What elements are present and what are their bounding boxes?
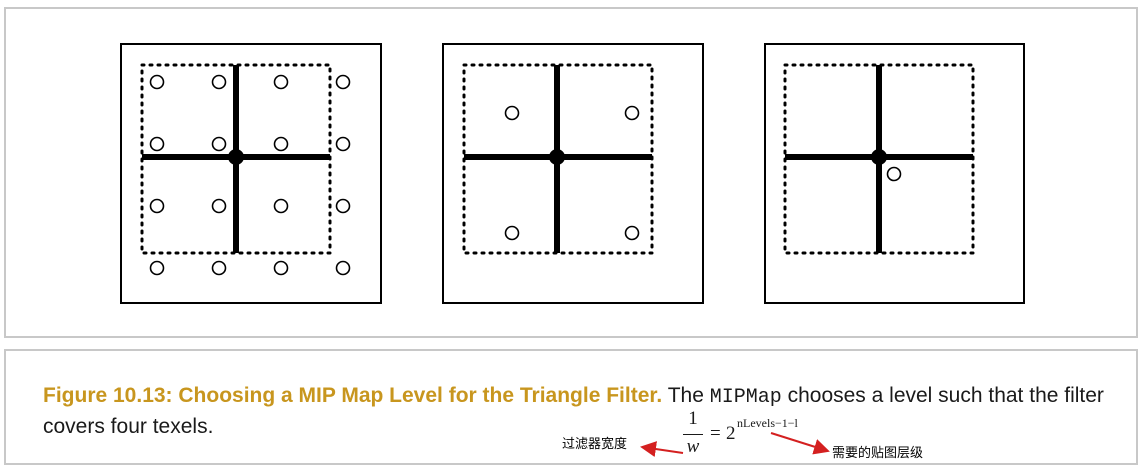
texel-sample (211, 198, 227, 214)
texel-sample (211, 136, 227, 152)
figure-panel (4, 7, 1138, 338)
arrow-to-filter-width (640, 441, 684, 457)
formula-numerator: 1 (688, 408, 698, 429)
annotation-mip-level: 需要的贴图层级 (832, 446, 924, 461)
mip-level-diagram (120, 43, 1025, 304)
figure-label: Figure 10.13: Choosing a MIP Map Level f… (43, 384, 663, 407)
texel-sample (504, 225, 520, 241)
texel-sample (273, 260, 289, 276)
formula-fraction-bar (683, 434, 703, 435)
lookup-point (549, 149, 565, 165)
texel-sample (211, 260, 227, 276)
panel-frame (442, 43, 704, 304)
texel-sample (149, 74, 165, 90)
lookup-point (228, 149, 244, 165)
texel-sample (624, 105, 640, 121)
figure-caption: Figure 10.13: Choosing a MIP Map Level f… (43, 381, 1123, 441)
panel-frame (120, 43, 382, 304)
panel-frame (764, 43, 1025, 304)
annotation-arrows (640, 432, 830, 457)
diagram-panel-medium (442, 43, 704, 304)
texel-sample (335, 260, 351, 276)
texel-sample (273, 198, 289, 214)
texel-sample (273, 74, 289, 90)
caption-panel: Figure 10.13: Choosing a MIP Map Level f… (4, 349, 1138, 465)
texel-sample (149, 136, 165, 152)
texel-sample (273, 136, 289, 152)
texel-sample (335, 136, 351, 152)
texel-sample (886, 166, 902, 182)
texel-sample (149, 198, 165, 214)
annotation-filter-width: 过滤器宽度 (562, 437, 628, 452)
texel-sample (149, 260, 165, 276)
caption-text-part: The (662, 384, 710, 407)
texel-sample (335, 198, 351, 214)
formula-denominator: w (686, 436, 700, 457)
diagram-panel-fine (120, 43, 382, 304)
formula-equals: = (710, 423, 721, 444)
texel-sample (335, 74, 351, 90)
texel-sample (624, 225, 640, 241)
caption-text-part: chooses a level such that the filter cov… (43, 384, 1104, 438)
arrow-to-mip-level (770, 432, 830, 455)
texel-sample (504, 105, 520, 121)
lookup-point (871, 149, 887, 165)
caption-code-word: MIPMap (709, 386, 782, 409)
formula-base: 2 (726, 423, 736, 444)
formula-exponent: nLevels−1−l (737, 416, 798, 430)
diagram-panel-coarse (764, 43, 1025, 304)
texel-sample (211, 74, 227, 90)
